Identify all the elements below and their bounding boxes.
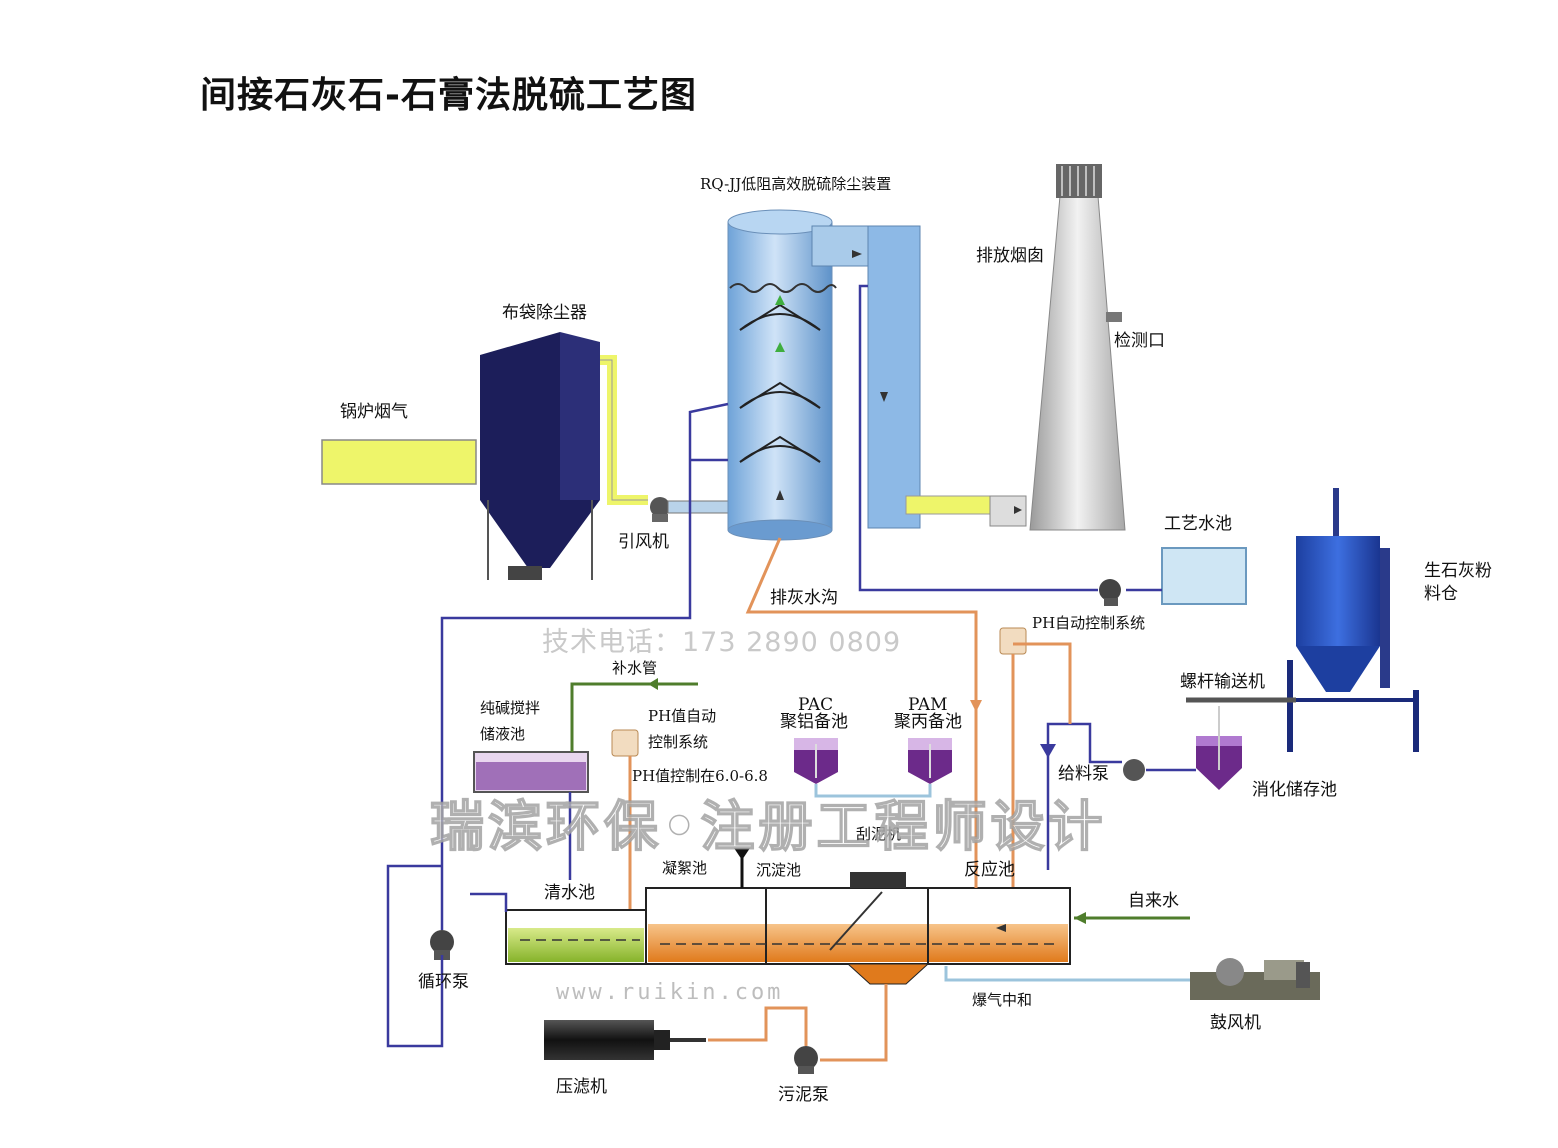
pam-tank [908, 738, 952, 784]
slaking-tank-label: 消化储存池 [1252, 780, 1337, 800]
dosing-arrow [734, 848, 750, 888]
lime-silo-label-2: 料仓 [1424, 584, 1458, 604]
soda-tank-label-2: 储液池 [480, 725, 526, 743]
screw-conveyor-label: 螺杆输送机 [1180, 672, 1265, 692]
treatment-basin [505, 872, 1071, 985]
induced-fan [650, 497, 729, 522]
slaking-tank [1123, 706, 1242, 790]
website-watermark: www.ruikin.com [556, 980, 784, 1005]
absorber-tower [727, 209, 921, 541]
page-title: 间接石灰石-石膏法脱硫工艺图 [200, 75, 697, 116]
ph-auto-top-label: PH自动控制系统 [1032, 614, 1146, 632]
feed-pump-label: 给料泵 [1058, 764, 1109, 784]
ash-ditch-label: 排灰水沟 [770, 588, 838, 608]
sludge-pump-label: 污泥泵 [778, 1085, 829, 1105]
ph-value-label-1: PH值自动 [648, 707, 717, 725]
scraper-label: 刮泥机 [856, 825, 902, 843]
floc-tank-label: 凝絮池 [662, 859, 708, 877]
pac-tank [794, 738, 838, 784]
makeup-pipe-label: 补水管 [612, 659, 658, 677]
soda-tank-label-1: 纯碱搅拌 [480, 699, 541, 717]
tap-water-label: 自来水 [1128, 891, 1179, 911]
chimney [905, 164, 1126, 531]
ph-value-label-2: 控制系统 [648, 733, 709, 751]
ph-range-label: PH值控制在6.0-6.8 [632, 767, 768, 785]
induced-fan-label: 引风机 [618, 532, 669, 552]
pam-label-1: PAM [908, 695, 948, 715]
pac-label-1: PAC [798, 695, 834, 715]
company-watermark: 瑞滨环保•注册工程师设计 [429, 794, 1107, 859]
lime-silo-label-1: 生石灰粉 [1424, 561, 1492, 581]
soda-tank [473, 751, 589, 793]
aeration-label: 爆气中和 [972, 991, 1033, 1009]
pipes-lightblue [814, 784, 1190, 982]
blower [1190, 958, 1320, 1000]
reaction-tank-label: 反应池 [964, 860, 1015, 880]
pipes-orange [708, 537, 1072, 1062]
absorber-label: RQ-JJ低阻高效脱硫除尘装置 [700, 175, 892, 193]
filter-press [544, 1020, 706, 1060]
phone-watermark: 技术电话：173 2890 0809 [542, 627, 902, 658]
process-water-tank [1099, 547, 1247, 606]
blower-label: 鼓风机 [1210, 1013, 1261, 1033]
filter-press-label: 压滤机 [556, 1077, 607, 1097]
process-tank-label: 工艺水池 [1164, 514, 1232, 534]
pipes-purple [386, 284, 1196, 1048]
sludge-pump [794, 1046, 818, 1074]
boiler-gas-label: 锅炉烟气 [340, 402, 408, 422]
chimney-label: 排放烟囱 [976, 246, 1044, 266]
lime-silo [1186, 488, 1419, 752]
bag-filter [480, 332, 648, 580]
pam-label-2: 聚丙备池 [894, 712, 962, 732]
settling-tank-label: 沉淀池 [756, 861, 802, 879]
boiler-gas-duct [321, 439, 477, 485]
test-port-label: 检测口 [1114, 331, 1165, 351]
ph-controller-top [999, 627, 1027, 913]
pac-label-2: 聚铝备池 [780, 712, 848, 732]
bag-filter-label: 布袋除尘器 [502, 303, 587, 323]
clear-tank-label: 清水池 [544, 883, 595, 903]
circ-pump-label: 循环泵 [418, 972, 469, 992]
